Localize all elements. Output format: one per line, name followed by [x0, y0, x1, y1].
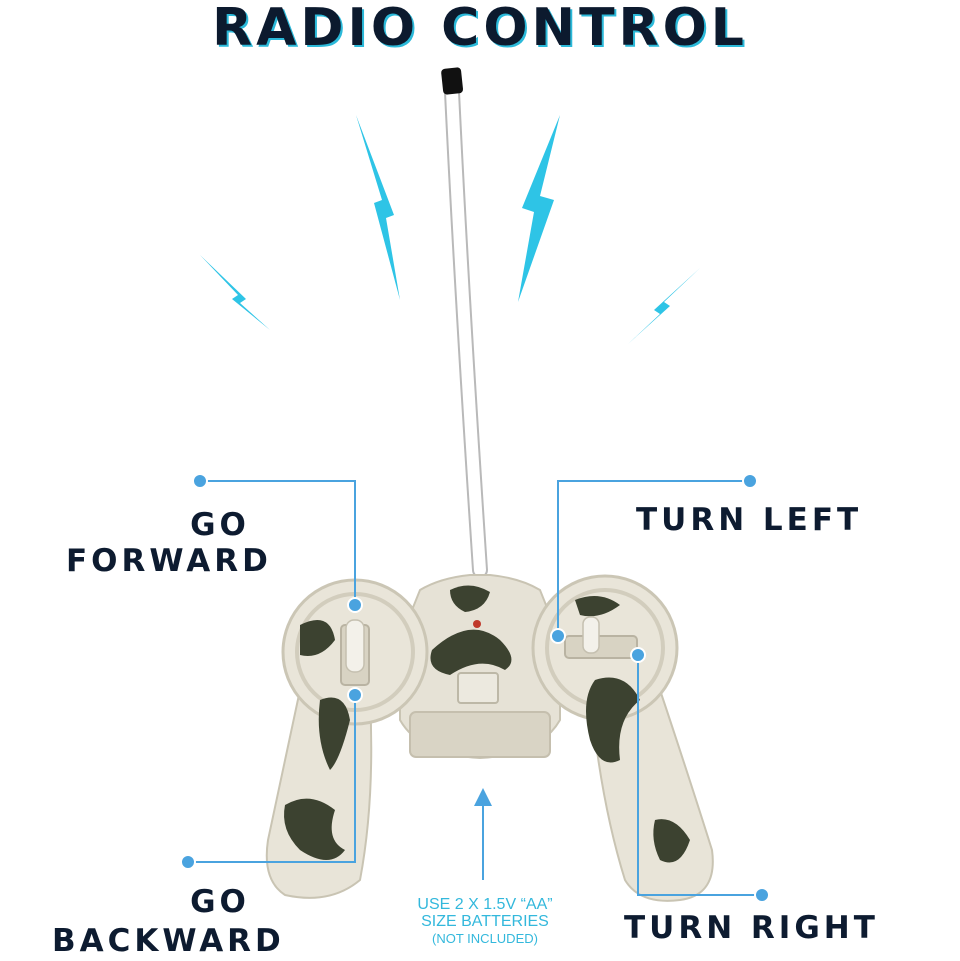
battery-note-line2: SIZE BATTERIES: [421, 913, 549, 930]
page-title: RADIO CONTROL: [212, 0, 748, 58]
callout-dot-icon: [630, 647, 646, 663]
go-backward-label-line1: GO: [190, 884, 250, 920]
callout-dot-icon: [347, 687, 363, 703]
battery-note-line3: (NOT INCLUDED): [432, 931, 538, 946]
callout-dot-icon: [754, 887, 770, 903]
lightning-bolt-icon: [628, 268, 700, 344]
arrow-up-icon: [474, 788, 492, 806]
controller: [265, 574, 714, 902]
go-forward-label-line1: GO: [190, 507, 250, 543]
callout-dot-icon: [192, 473, 208, 489]
callout-lines: [188, 480, 762, 896]
battery-note-line1: USE 2 X 1.5V “AA”: [417, 896, 553, 913]
callout-dot-icon: [180, 854, 196, 870]
callout-dot-icon: [347, 597, 363, 613]
lightning-bolt-icon: [518, 115, 560, 302]
lightning-bolt-icon: [200, 255, 270, 330]
lightning-bolts: [200, 115, 700, 344]
turn-right-label: TURN RIGHT: [624, 910, 879, 946]
go-backward-label-line2: BACKWARD: [52, 923, 285, 959]
callout-dot-icon: [550, 628, 566, 644]
antenna: [441, 67, 488, 578]
lightning-bolt-icon: [356, 115, 400, 300]
turn-left-label: TURN LEFT: [636, 502, 863, 538]
go-forward-label-line2: FORWARD: [66, 543, 272, 579]
battery-note: USE 2 X 1.5V “AA” SIZE BATTERIES (NOT IN…: [380, 896, 590, 947]
callout-dot-icon: [742, 473, 758, 489]
